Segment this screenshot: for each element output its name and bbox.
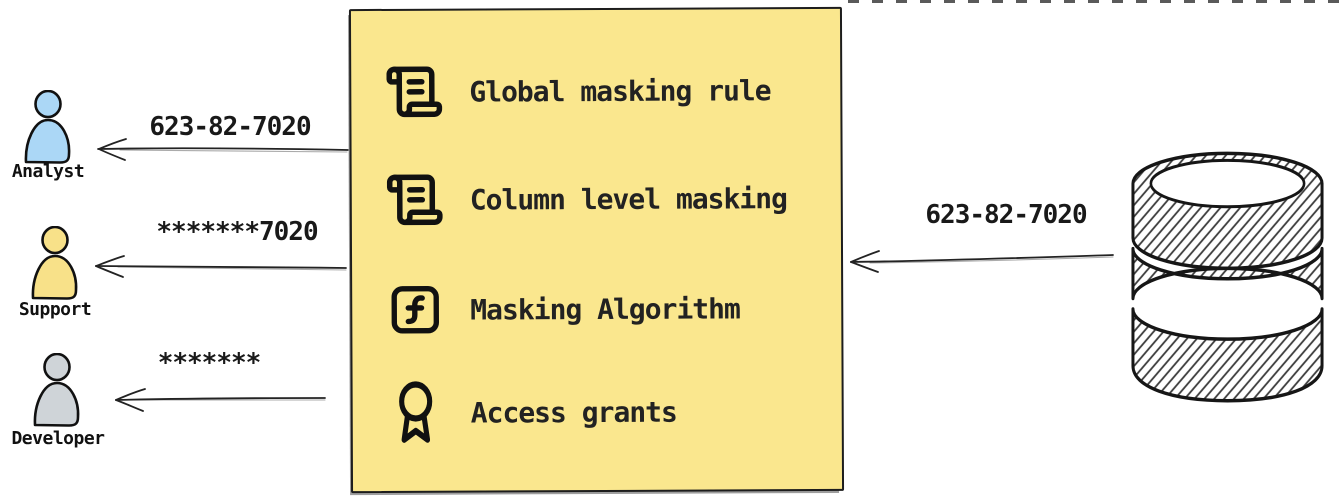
support-label: Support xyxy=(18,299,92,320)
function-icon xyxy=(384,281,446,339)
database-bottom-segment xyxy=(1131,307,1324,403)
masking-item-label: Access grants xyxy=(470,395,677,430)
masking-item-algorithm: Masking Algorithm xyxy=(384,276,740,342)
person-head xyxy=(34,90,62,119)
database-top-opening xyxy=(1149,158,1306,209)
person-body xyxy=(24,118,71,164)
analyst-person-icon xyxy=(24,90,71,164)
cropped-dashed-edge xyxy=(848,0,1340,3)
masking-layer-box: Global masking rule Column level masking xyxy=(348,6,845,494)
developer-person-icon xyxy=(33,353,80,427)
person-head xyxy=(41,226,69,255)
arrow-db-to-box xyxy=(850,250,1114,273)
database-middle-segment xyxy=(1131,246,1324,301)
database-icon xyxy=(1131,151,1324,403)
masking-item-global-rule: Global masking rule xyxy=(383,58,771,124)
scroll-text-icon xyxy=(383,61,445,123)
analyst-label: Analyst xyxy=(11,161,85,182)
arrow-to-developer xyxy=(115,388,326,412)
award-icon xyxy=(385,379,447,447)
scroll-text-icon xyxy=(384,169,446,231)
masking-item-label: Column level masking xyxy=(469,181,788,217)
masking-item-access-grants: Access grants xyxy=(385,380,677,445)
person-body xyxy=(33,381,80,427)
database-value-label: 623-82-7020 xyxy=(925,200,1087,230)
support-value-label: *******7020 xyxy=(156,217,318,247)
person-body xyxy=(31,254,78,300)
developer-label: Developer xyxy=(11,428,105,449)
arrow-to-support xyxy=(95,255,347,278)
analyst-value-label: 623-82-7020 xyxy=(149,112,311,142)
developer-value-label: ******* xyxy=(157,348,262,378)
arrow-to-analyst xyxy=(97,138,349,161)
person-head xyxy=(43,353,71,382)
masking-item-label: Global masking rule xyxy=(469,73,771,109)
masking-item-label: Masking Algorithm xyxy=(470,291,740,327)
support-person-icon xyxy=(31,226,78,300)
masking-item-column-level: Column level masking xyxy=(384,166,787,232)
